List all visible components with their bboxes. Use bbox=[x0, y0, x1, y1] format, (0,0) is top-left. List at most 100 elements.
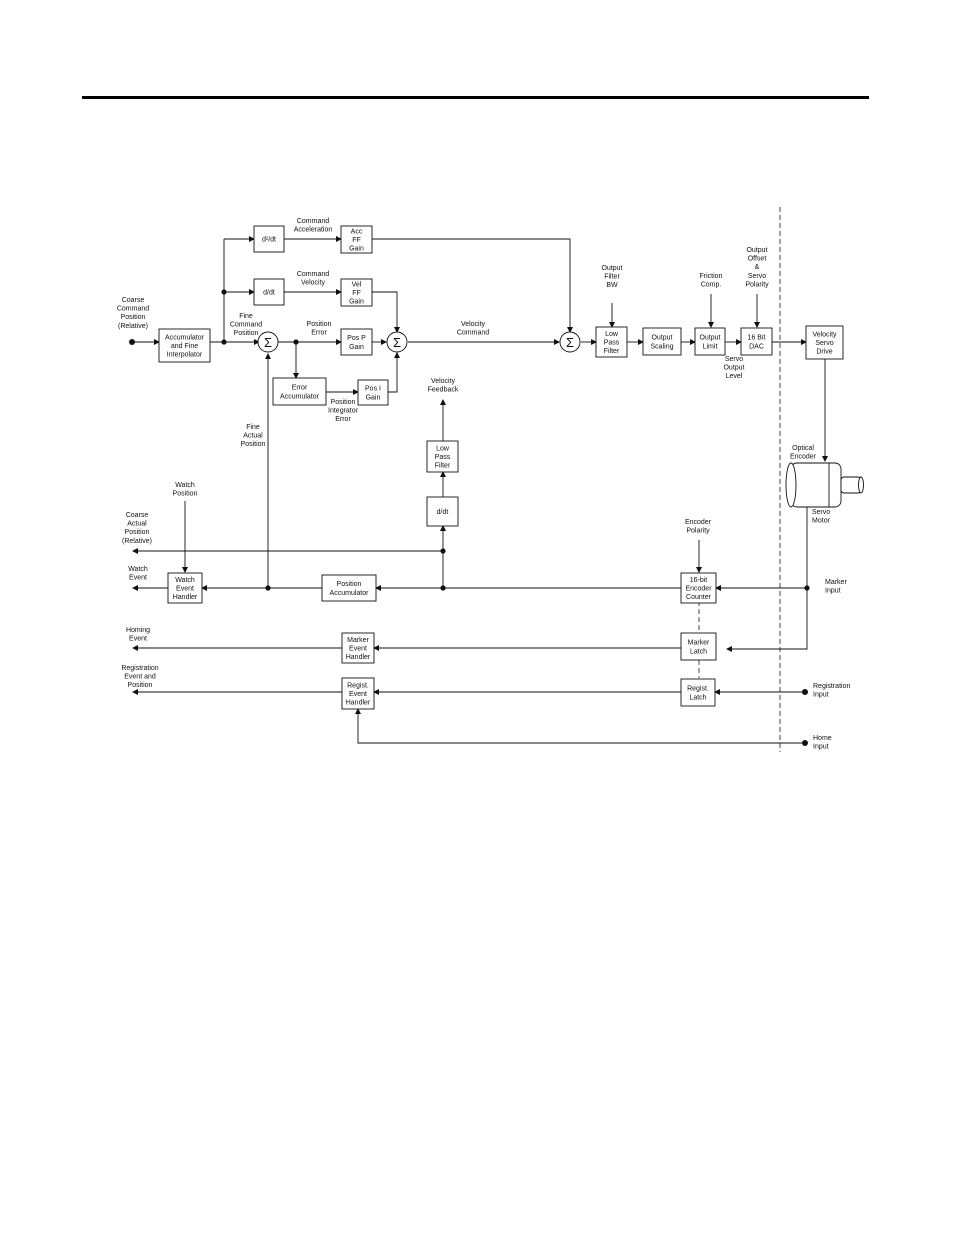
block-label-line: Latch bbox=[690, 648, 707, 655]
label-line: Output bbox=[723, 365, 744, 372]
block-label-line: Gain bbox=[366, 394, 381, 401]
label-line: Watch bbox=[175, 482, 195, 489]
block-label-line: Gain bbox=[349, 344, 364, 351]
summing-junction-position: Σ bbox=[257, 331, 279, 353]
label-line: Error bbox=[335, 416, 351, 423]
block-label-line: Low bbox=[605, 331, 619, 338]
block-label-line: Pos I bbox=[365, 386, 381, 393]
block-label-line: Accumulator bbox=[165, 334, 205, 341]
label-line: Event bbox=[129, 575, 147, 582]
block-label-line: and Fine bbox=[171, 343, 198, 350]
label-line: Velocity bbox=[461, 321, 486, 328]
block-label-line: FF bbox=[352, 290, 361, 297]
label-line: Fine bbox=[246, 424, 260, 431]
label-line: Acceleration bbox=[294, 227, 333, 234]
block-label-line: Gain bbox=[349, 246, 364, 253]
block-label-line: Output bbox=[651, 335, 672, 342]
label-line: Velocity bbox=[301, 280, 326, 287]
label-line: Position bbox=[307, 321, 332, 328]
label-line: Coarse bbox=[126, 512, 149, 519]
label-line: (Relative) bbox=[122, 538, 152, 545]
label-line: Optical bbox=[792, 445, 814, 452]
block-label-line: Pass bbox=[435, 454, 451, 461]
block-label-line: Event bbox=[349, 691, 367, 698]
label-line: Error bbox=[311, 330, 327, 337]
block-ddt-top: d/dt bbox=[253, 278, 285, 306]
label-line: Position bbox=[125, 529, 150, 536]
svg-text:Σ: Σ bbox=[566, 335, 574, 350]
label-line: Filter bbox=[604, 274, 620, 281]
label-line: Servo bbox=[812, 509, 830, 516]
label-line: Output bbox=[746, 247, 767, 254]
header-rule bbox=[82, 96, 869, 99]
block-label-line: Marker bbox=[688, 640, 710, 647]
label-line: Offset bbox=[748, 256, 767, 263]
block-label-line: Latch bbox=[689, 694, 706, 701]
block-label-line: FF bbox=[352, 237, 361, 244]
block-regist-latch: Regist.Latch bbox=[680, 678, 716, 707]
block-label-line: Event bbox=[176, 586, 194, 593]
label-line: Actual bbox=[243, 433, 263, 440]
block-label-line: Filter bbox=[435, 463, 451, 470]
block-label-line: Handler bbox=[346, 654, 371, 661]
label-line: Position bbox=[128, 682, 153, 689]
label-line: Command bbox=[230, 322, 262, 329]
block-ddt-fb: d/dt bbox=[426, 496, 459, 527]
label-line: Position bbox=[234, 330, 259, 337]
svg-text:Σ: Σ bbox=[264, 335, 272, 350]
label-line: Position bbox=[241, 441, 266, 448]
block-label-line: Vel bbox=[352, 281, 362, 288]
block-label-line: Velocity bbox=[812, 331, 837, 338]
label-line: Input bbox=[813, 744, 829, 751]
label-line: Friction bbox=[700, 273, 723, 280]
label-line: Homing bbox=[126, 627, 150, 634]
block-label-line: Scaling bbox=[651, 343, 674, 350]
label-line: Polarity bbox=[686, 528, 710, 535]
label-line: Registration bbox=[813, 683, 850, 690]
label-line: Registration bbox=[121, 665, 158, 672]
label-line: Feedback bbox=[428, 387, 459, 394]
block-label-line: Position bbox=[337, 581, 362, 588]
block-label-line: Pass bbox=[604, 340, 620, 347]
block-label-line: Accumulator bbox=[280, 393, 320, 400]
label-line: & bbox=[755, 264, 760, 271]
summing-junction-output: Σ bbox=[559, 331, 581, 353]
label-line: Actual bbox=[127, 521, 147, 528]
label-line: Position bbox=[121, 314, 146, 321]
label-line: Encoder bbox=[790, 454, 817, 461]
label-line: BW bbox=[606, 282, 618, 289]
block-label-line: Filter bbox=[604, 348, 620, 355]
block-label-line: Output bbox=[699, 335, 720, 342]
label-line: Watch bbox=[128, 566, 148, 573]
block-label-line: Accumulator bbox=[330, 590, 370, 597]
block-label-line: Drive bbox=[816, 349, 832, 356]
junction-dots bbox=[129, 289, 810, 746]
